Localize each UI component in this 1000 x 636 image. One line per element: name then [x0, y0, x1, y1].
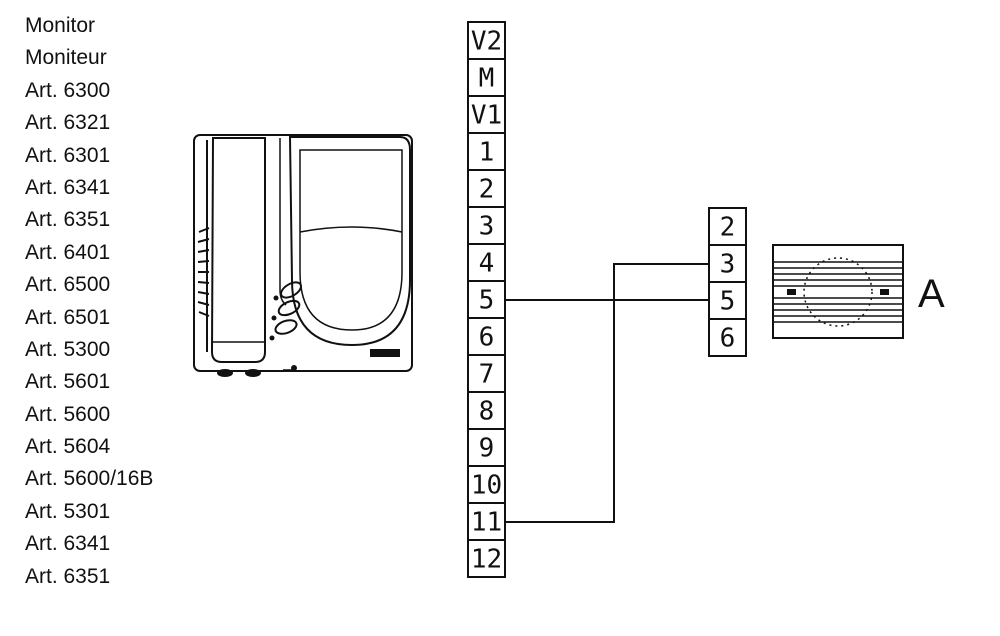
monitor-terminal-label: 8 — [479, 397, 495, 427]
model-article: Art. 5600/16B — [25, 467, 154, 491]
monitor-terminal-label: 12 — [471, 545, 502, 575]
monitor-terminal-box — [467, 280, 506, 319]
model-article: Art. 6341 — [25, 532, 111, 556]
monitor-terminal-label: 3 — [479, 212, 495, 242]
model-article: Art. 6351 — [25, 208, 111, 232]
model-article: Art. 6401 — [25, 240, 111, 264]
device-terminal-label: 6 — [720, 324, 736, 354]
monitor-terminal-label: 7 — [479, 360, 495, 390]
monitor-terminal-box — [467, 21, 506, 60]
device-terminal-label: 2 — [720, 213, 736, 243]
monitor-terminal-label: 10 — [471, 471, 502, 501]
monitor-terminal-box — [467, 169, 506, 208]
monitor-terminal-label: V1 — [471, 101, 502, 131]
model-article: Art. 5600 — [25, 402, 111, 426]
device-terminal-box — [708, 318, 747, 357]
model-article: Art. 6301 — [25, 143, 111, 167]
monitor-terminal-box — [467, 391, 506, 430]
monitor-terminal-label: 11 — [471, 508, 502, 538]
monitor-terminal-box — [467, 206, 506, 245]
external-device-illustration — [772, 244, 904, 339]
monitor-terminal-box — [467, 132, 506, 171]
monitor-terminal-box — [467, 317, 506, 356]
model-article: Art. 5301 — [25, 499, 111, 523]
model-article: Art. 5604 — [25, 435, 111, 459]
device-label: A — [918, 272, 945, 316]
monitor-terminal-label: 4 — [479, 249, 495, 279]
monitor-terminal-label: V2 — [471, 27, 502, 57]
monitor-terminal-box — [467, 539, 506, 578]
monitor-terminal-box — [467, 243, 506, 282]
wire-11-to-3 — [505, 263, 709, 523]
device-terminal-strip: 2 3 5 6 — [708, 207, 747, 357]
model-article: Art. 6501 — [25, 305, 111, 329]
brand-mark — [370, 349, 400, 357]
device-terminal-label: 3 — [720, 250, 736, 280]
monitor-terminal-label: M — [479, 64, 495, 94]
monitor-terminal-label: 9 — [479, 434, 495, 464]
device-terminal-label: 5 — [720, 287, 736, 317]
model-article: Art. 6300 — [25, 78, 111, 102]
model-article: Art. 6341 — [25, 175, 111, 199]
monitor-illustration — [193, 134, 413, 377]
monitor-terminal-box — [467, 58, 506, 97]
device-terminal-box — [708, 207, 747, 246]
model-article: Art. 5601 — [25, 370, 111, 394]
monitor-terminal-label: 5 — [479, 286, 495, 316]
monitor-terminal-label: 2 — [479, 175, 495, 205]
monitor-terminal-label: 1 — [479, 138, 495, 168]
monitor-terminal-box — [467, 502, 506, 541]
model-heading: Monitor — [25, 14, 96, 37]
model-article: Art. 5300 — [25, 337, 111, 361]
wiring — [505, 263, 709, 523]
model-article: Art. 6500 — [25, 273, 111, 297]
monitor-terminal-label: 6 — [479, 323, 495, 353]
monitor-terminal-box — [467, 95, 506, 134]
monitor-terminal-box — [467, 465, 506, 504]
model-heading: Moniteur — [25, 46, 107, 70]
model-article: Art. 6351 — [25, 564, 111, 588]
model-article: Art. 6321 — [25, 111, 111, 135]
